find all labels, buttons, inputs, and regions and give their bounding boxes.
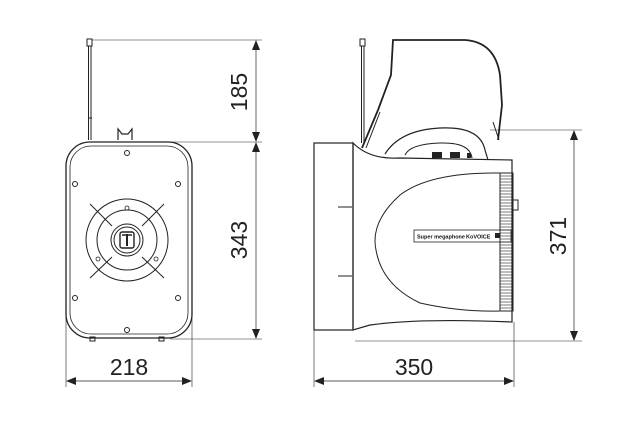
dim-343-label: 343 [226,221,252,259]
front-housing [65,141,193,339]
dim-185-label: 185 [226,73,252,111]
dimension-antenna-height [92,39,262,143]
label-plate-brand: KoVOICE [466,235,491,241]
dimension-depth [313,322,515,387]
dim-371-label: 371 [545,217,571,255]
antenna [86,38,93,140]
speaker-driver [85,198,169,282]
horn-outline [374,172,501,312]
strap-clip [117,127,133,140]
label-plate-text: Super megaphone [417,235,465,241]
dimension-body-height [170,142,262,340]
side-view: Super megaphone KoVOICE [313,38,582,387]
dimension-width [65,300,193,387]
carry-strap [361,39,503,149]
side-housing [352,141,513,331]
label-plate: Super megaphone KoVOICE [413,229,512,243]
dim-218-label: 218 [110,354,148,380]
screws [72,150,181,333]
front-view [65,38,262,387]
rear-housing [313,142,354,331]
dim-350-label: 350 [395,354,433,380]
handle [384,127,489,161]
dimension-height [355,129,582,342]
